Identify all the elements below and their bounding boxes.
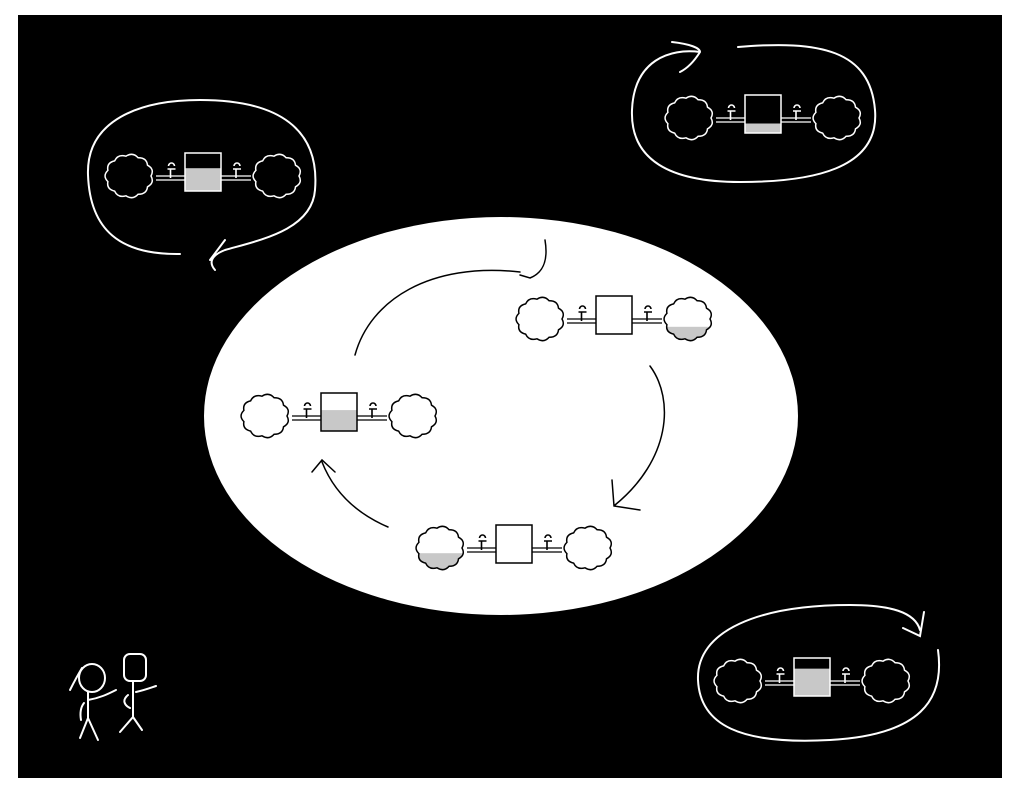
sink-cloud-icon — [253, 154, 301, 198]
stock-level-fill — [321, 410, 357, 431]
sink-cloud-icon — [564, 526, 612, 570]
stock-level-fill — [794, 668, 830, 696]
sink-cloud-icon — [389, 394, 437, 438]
outflow-valve-icon — [644, 305, 652, 321]
outflow-valve-icon — [842, 667, 850, 683]
stock-level-fill — [185, 168, 221, 191]
source-cloud-outline — [515, 296, 565, 342]
stock-flow-unit-cycle-left — [240, 392, 438, 439]
cycle-arrow-right — [611, 365, 666, 511]
stock-flow-unit-outer-top-left — [104, 152, 302, 199]
source-cloud-icon — [241, 394, 289, 438]
sink-cloud-icon — [813, 96, 861, 140]
source-cloud-icon — [714, 659, 762, 703]
figure-right-head — [123, 653, 147, 682]
source-cloud-outline — [240, 393, 290, 439]
stock-box-outline — [595, 295, 633, 335]
source-cloud-icon — [105, 154, 153, 198]
outflow-valve-icon — [793, 104, 801, 120]
stock-flow-unit-cycle-bottom — [415, 524, 613, 571]
sink-cloud-outline — [663, 296, 713, 342]
outflow-valve-icon — [544, 534, 552, 550]
stock-box-outline — [320, 392, 358, 432]
inflow-valve-icon — [478, 534, 487, 550]
stock-box-outline — [495, 524, 533, 564]
figure-right-body — [119, 680, 157, 733]
cycle-arrow-top — [354, 239, 547, 356]
stock-box-bg — [496, 525, 532, 563]
loop-top-left — [86, 98, 317, 271]
inflow-valve-icon — [167, 162, 176, 178]
source-cloud-outline — [415, 525, 465, 571]
stock-box-bg — [596, 296, 632, 334]
sink-cloud-outline — [861, 658, 911, 704]
inflow-valve-icon — [303, 402, 312, 418]
source-cloud-outline — [664, 95, 714, 141]
source-cloud-icon — [665, 96, 713, 140]
stock-flow-unit-outer-top-right — [664, 94, 862, 141]
inflow-valve-icon — [578, 305, 587, 321]
figure-left-body — [79, 689, 117, 741]
source-cloud-outline — [713, 658, 763, 704]
sink-cloud-outline — [388, 393, 438, 439]
central-white-ellipse — [204, 217, 798, 615]
stock-box-outline — [793, 657, 831, 697]
stock-level-fill — [745, 123, 781, 133]
sink-cloud-outline — [563, 525, 613, 571]
sink-cloud-icon — [862, 659, 910, 703]
sink-cloud-outline — [812, 95, 862, 141]
source-cloud-outline — [104, 153, 154, 199]
outflow-valve-icon — [233, 162, 241, 178]
cycle-arrow-bottom — [311, 458, 389, 528]
inflow-valve-icon — [776, 667, 785, 683]
inflow-valve-icon — [727, 104, 736, 120]
sink-cloud-outline — [252, 153, 302, 199]
outflow-valve-icon — [369, 402, 377, 418]
figure-left-hair — [69, 667, 83, 691]
loop-top-right — [630, 41, 877, 184]
stock-box-outline — [184, 152, 222, 192]
stock-flow-unit-cycle-top-right — [515, 295, 713, 342]
figure-left-head — [78, 663, 106, 693]
loop-bottom-right — [696, 603, 940, 742]
stock-flow-unit-outer-bottom-right — [713, 657, 911, 704]
stick-figures — [69, 653, 157, 741]
source-cloud-icon — [516, 297, 564, 341]
stock-box-outline — [744, 94, 782, 134]
